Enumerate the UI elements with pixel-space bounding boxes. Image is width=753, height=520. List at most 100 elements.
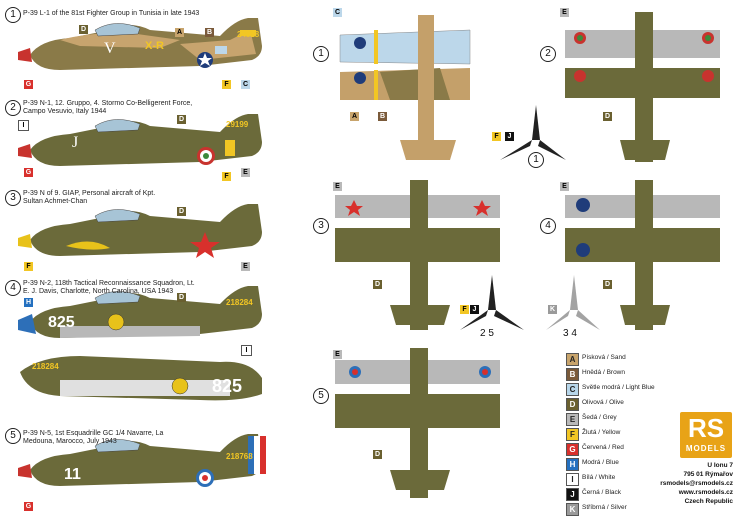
profile-4b-aircraft: [20, 356, 262, 401]
profile-caption-1: P-39 L-1 of the 81st Fighter Group in Tu…: [23, 10, 200, 17]
legend-label-G: Červená / Red: [582, 444, 624, 451]
tag-D-plan4: D: [603, 280, 612, 289]
profile-2-serial: 29199: [226, 120, 249, 129]
legend-label-A: Písková / Sand: [582, 354, 626, 361]
tag-F-plan3: F: [460, 305, 469, 314]
profile-1-code: X-R: [145, 40, 164, 52]
tag-D-plan3: D: [373, 280, 382, 289]
profile-5-serial: 218768: [226, 452, 253, 461]
tag-G-2: G: [24, 168, 33, 177]
legend-swatch-K: K: [566, 503, 579, 516]
legend-swatch-G: G: [566, 443, 579, 456]
tag-D-4: D: [177, 293, 186, 302]
tag-J-plan3: J: [470, 305, 479, 314]
tag-H-4: H: [24, 298, 33, 307]
profile-4-serial: 218284: [226, 298, 253, 307]
legend-swatch-B: B: [566, 368, 579, 381]
tag-E-plan5: E: [333, 350, 342, 359]
legend-label-H: Modrá / Blue: [582, 459, 619, 466]
prop-label-2-5: 2 5: [480, 328, 494, 339]
plan-1: [339, 15, 471, 160]
profile-4-code: 825: [48, 314, 75, 331]
plan-number-2: 2: [540, 46, 556, 62]
profile-number-3: 3: [5, 190, 21, 206]
legend-label-J: Černá / Black: [582, 489, 622, 496]
tag-B-1: B: [205, 28, 214, 37]
tag-E-2: E: [241, 168, 250, 177]
profile-number-2: 2: [5, 100, 21, 116]
tag-F-2: F: [222, 172, 231, 181]
tag-D-1: D: [79, 25, 88, 34]
tag-A-1: A: [175, 28, 184, 37]
address-line-4: www.rsmodels.cz: [678, 489, 733, 496]
prop-label-3-4: 3 4: [563, 328, 577, 339]
profile-2-aircraft: [18, 114, 262, 166]
legend-label-C: Světle modrá / Light Blue: [582, 384, 655, 391]
plan-2: [565, 12, 720, 162]
legend-label-I: Bílá / White: [582, 474, 616, 481]
legend-swatch-J: J: [566, 488, 579, 501]
profile-5-aircraft: [18, 434, 266, 487]
tag-C-plan1: C: [333, 8, 342, 17]
tag-D-3: D: [177, 207, 186, 216]
legend-label-F: Žlutá / Yellow: [582, 429, 621, 436]
logo-rs: RS: [687, 413, 725, 443]
tag-F-1: F: [222, 80, 231, 89]
address-line-5: Czech Republic: [684, 498, 733, 505]
plan-number-5: 5: [313, 388, 329, 404]
tag-D-plan2: D: [603, 112, 612, 121]
legend-label-D: Olivová / Olive: [582, 399, 624, 406]
legend-swatch-A: A: [566, 353, 579, 366]
propeller-3: [546, 275, 600, 330]
tag-D-plan5: D: [373, 450, 382, 459]
profile-number-5: 5: [5, 428, 21, 444]
tag-I-2: I: [18, 120, 29, 131]
address-line-1: U Ionu 7: [707, 462, 733, 469]
tag-E-plan3: E: [333, 182, 342, 191]
profile-4b-code: 825: [212, 376, 243, 396]
tag-A-plan1: A: [350, 112, 359, 121]
propeller-2: [460, 275, 524, 330]
profile-caption-2: P-39 N-1, 12. Gruppo, 4. Stormo Co-Belli…: [23, 100, 193, 115]
legend-swatch-D: D: [566, 398, 579, 411]
tag-I-4: I: [241, 345, 252, 356]
plan-3: [335, 180, 500, 330]
tag-D-2: D: [177, 115, 186, 124]
profile-2-code: J: [72, 134, 79, 151]
tag-F-3: F: [24, 262, 33, 271]
legend-swatch-F: F: [566, 428, 579, 441]
profile-caption-4: P-39 N-2, 118th Tactical Reconnaissance …: [23, 280, 195, 295]
tag-E-plan4: E: [560, 182, 569, 191]
tag-E-3: E: [241, 262, 250, 271]
tag-J-plan1: J: [505, 132, 514, 141]
side-profiles: [18, 18, 266, 487]
logo-models: MODELS: [685, 444, 727, 453]
address-line-2: 795 01 Rýmařov: [683, 471, 733, 478]
tag-G-5: G: [24, 502, 33, 511]
propeller-1: [500, 105, 566, 160]
tag-F-plan1: F: [492, 132, 501, 141]
rs-models-logo: RS MODELS: [680, 412, 732, 458]
legend-swatch-E: E: [566, 413, 579, 426]
profile-1-letter: V: [104, 40, 116, 57]
tag-C-1: C: [241, 80, 250, 89]
profile-1-serial: 24528: [237, 30, 260, 39]
profile-caption-3: P-39 N of 9. GIAP, Personal aircraft of …: [23, 190, 156, 205]
legend-label-K: Stříbrná / Silver: [582, 504, 627, 511]
plan-number-1: 1: [313, 46, 329, 62]
address-line-3: rsmodels@rsmodels.cz: [660, 480, 733, 487]
profile-number-4: 4: [5, 280, 21, 296]
plan-4: [565, 180, 720, 330]
profile-4b-serial: 218284: [32, 362, 59, 371]
plan-views: [335, 12, 720, 498]
legend-swatch-H: H: [566, 458, 579, 471]
profile-4a-aircraft: [18, 286, 262, 338]
profile-caption-5: P-39 N-5, 1st Esquadrille GC 1/4 Navarre…: [23, 430, 164, 445]
legend-swatch-C: C: [566, 383, 579, 396]
profile-number-1: 1: [5, 7, 21, 23]
plan-number-4: 4: [540, 218, 556, 234]
prop-label-1: 1: [528, 152, 544, 168]
profile-1-aircraft: [18, 18, 262, 70]
plan-number-3: 3: [313, 218, 329, 234]
tag-G-1: G: [24, 80, 33, 89]
